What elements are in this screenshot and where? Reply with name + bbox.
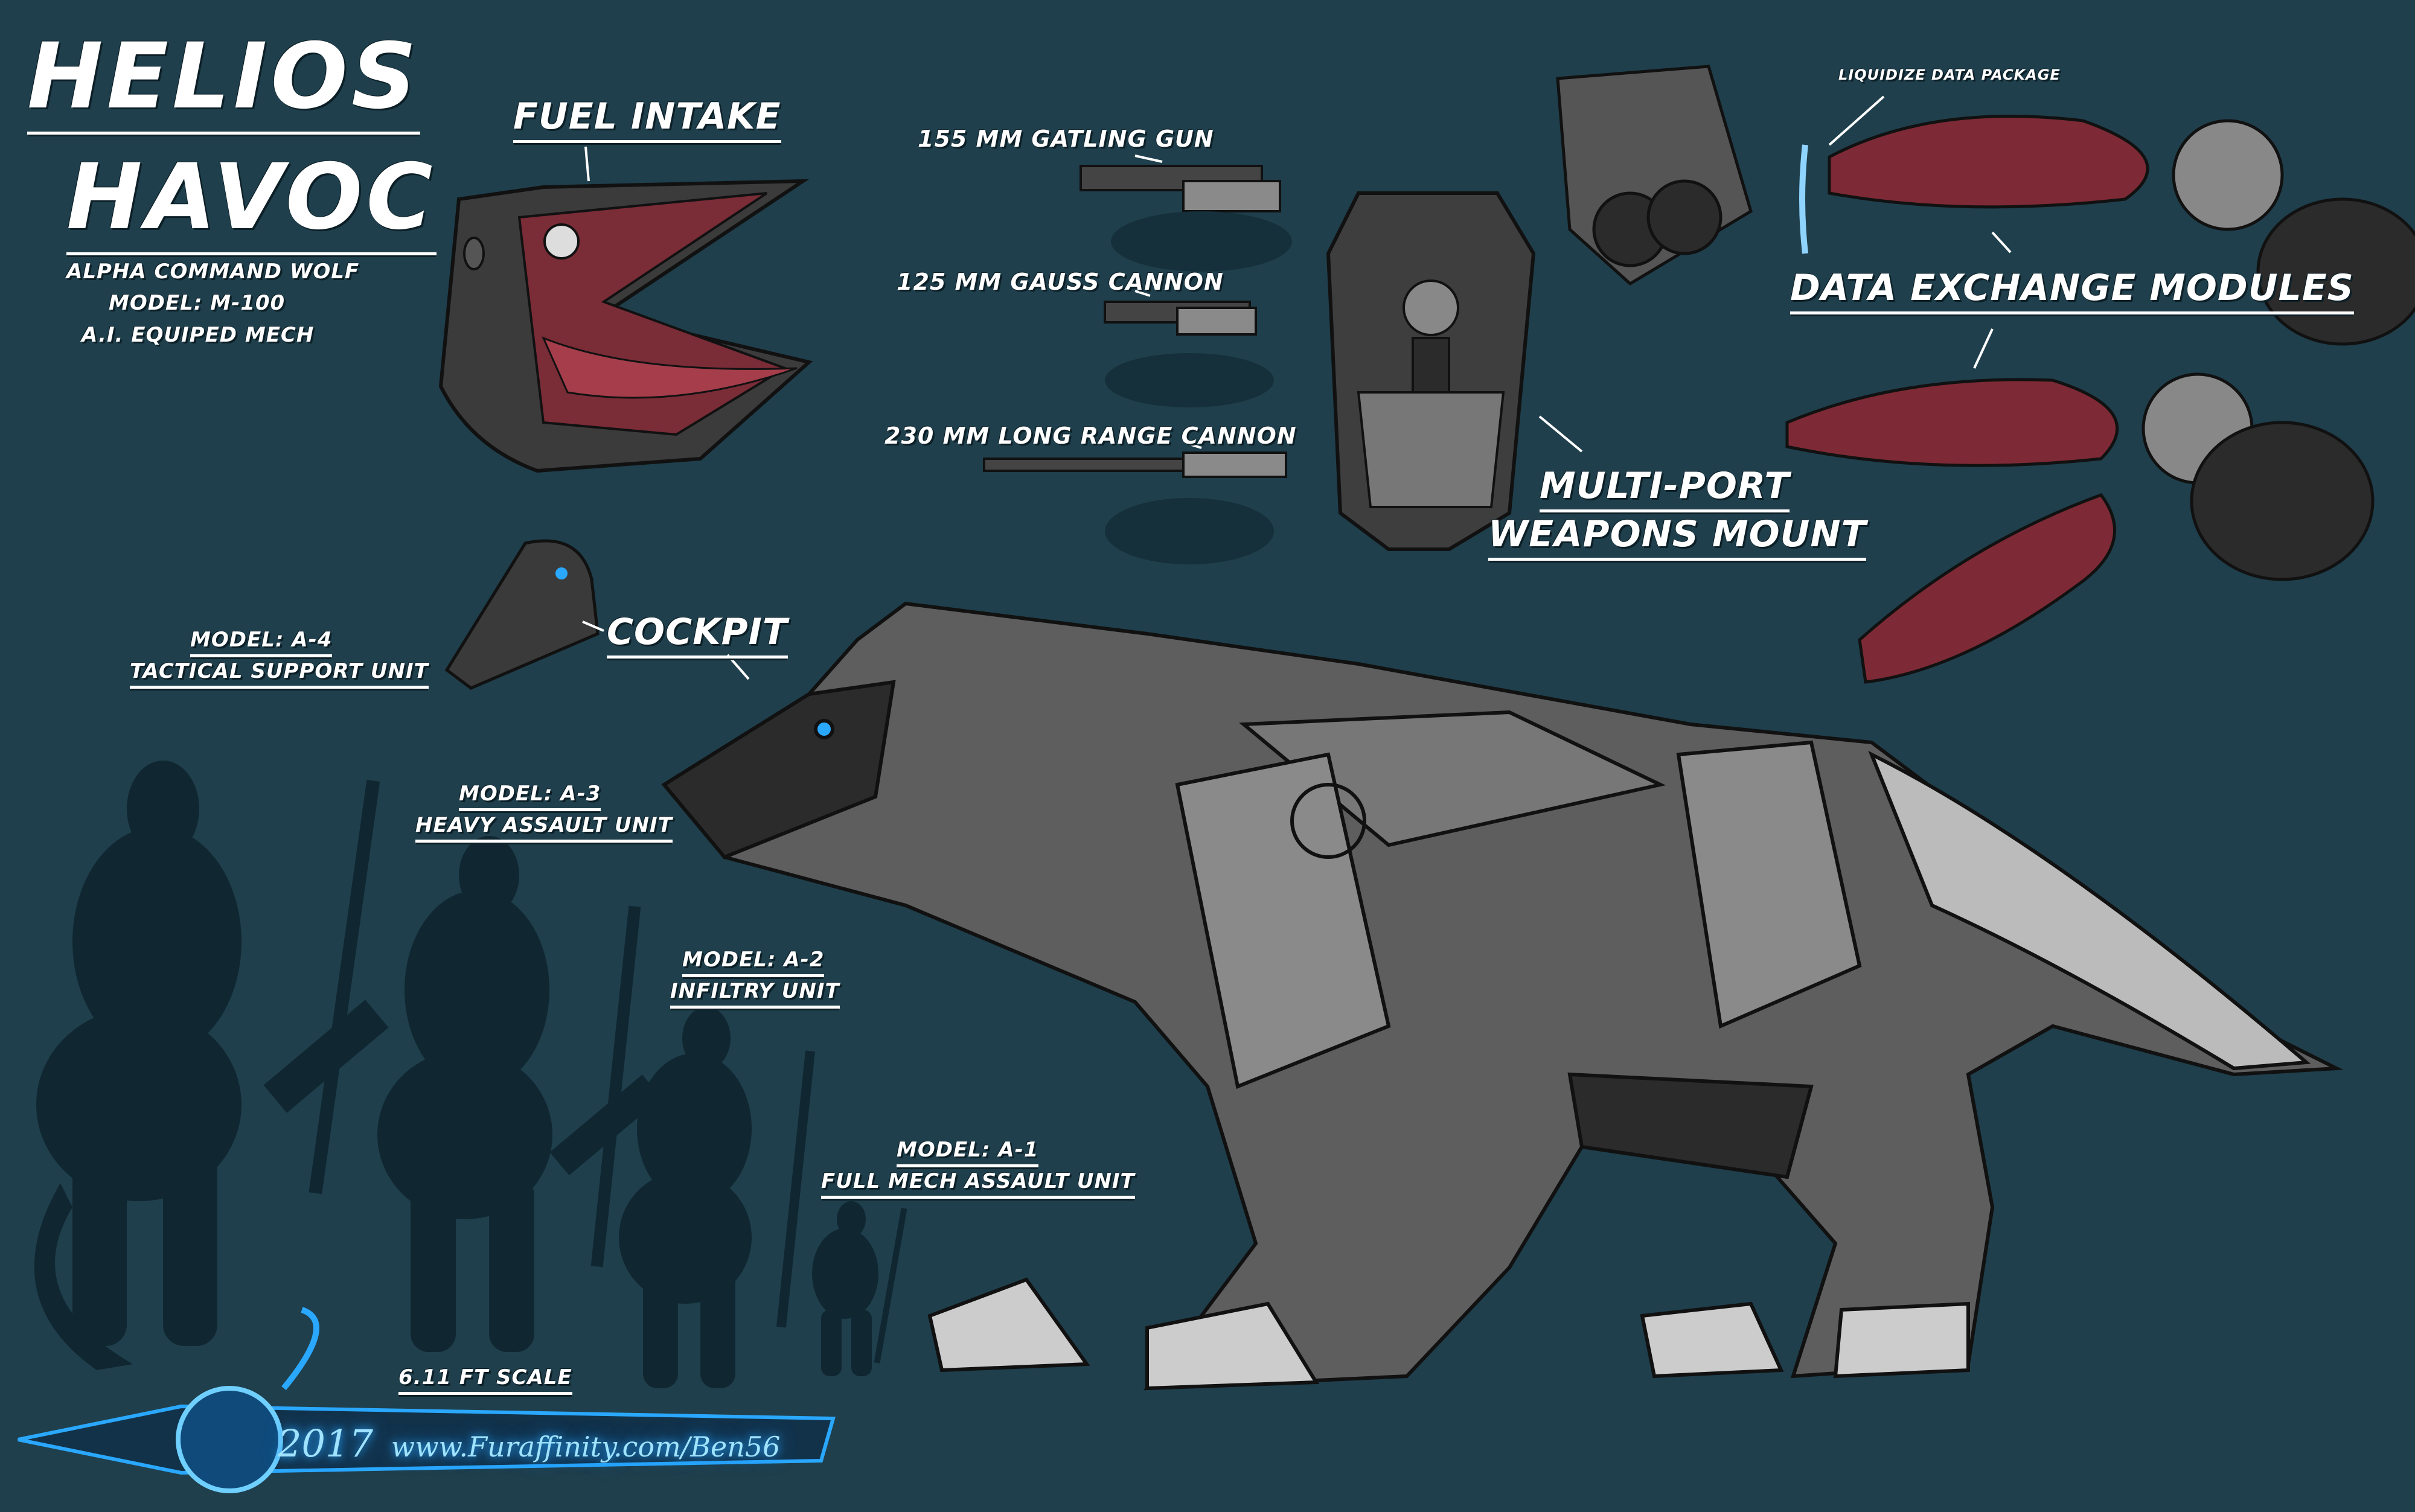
cockpit-drawing [444, 539, 600, 690]
model-a3-line1: MODEL: A-3 [459, 782, 601, 811]
weapons-drawing [983, 165, 1292, 564]
signature-url: www.Furaffinity.com/Ben56 [391, 1431, 781, 1463]
mech-wolf [661, 601, 2344, 1391]
model-a2-line1: MODEL: A-2 [682, 948, 825, 977]
label-weapons-mount: WEAPONS MOUNT [1488, 513, 1867, 561]
silhouette-a4 [34, 761, 389, 1370]
label-gatling-gun: 155 MM GATLING GUN [918, 126, 1214, 152]
spec-line-3: A.I. EQUIPED MECH [82, 323, 315, 347]
unit-silhouettes [34, 761, 907, 1388]
spec-line-2: MODEL: M-100 [109, 291, 286, 315]
signature-year: 2017 [278, 1421, 373, 1466]
silhouette-a1 [812, 1201, 907, 1376]
model-a1-line2: FULL MECH ASSAULT UNIT [821, 1169, 1135, 1199]
model-a4-line1: MODEL: A-4 [190, 628, 333, 657]
fuel-intake-drawing [438, 179, 813, 473]
label-fuel-intake: FUEL INTAKE [513, 95, 781, 143]
model-a3-line2: HEAVY ASSAULT UNIT [415, 813, 673, 843]
silhouette-a3 [377, 836, 662, 1352]
label-gauss-cannon: 125 MM GAUSS CANNON [897, 269, 1224, 295]
title-helios: HELIOS [27, 24, 420, 135]
model-a4-line2: TACTICAL SUPPORT UNIT [130, 659, 429, 689]
label-multi-port: MULTI-PORT [1540, 465, 1790, 512]
signature: 2017 www.Furaffinity.com/Ben56 [278, 1421, 780, 1466]
silhouette-a2 [619, 1007, 815, 1388]
label-liquidize-data-package: LIQUIDIZE DATA PACKAGE [1838, 66, 2061, 83]
leader-lines [582, 95, 2012, 680]
label-long-range-cannon: 230 MM LONG RANGE CANNON [884, 423, 1297, 449]
model-a2-line2: INFILTRY UNIT [670, 979, 840, 1009]
model-a1-line1: MODEL: A-1 [897, 1138, 1039, 1167]
title-havoc: HAVOC [66, 145, 437, 255]
label-data-exchange-modules: DATA EXCHANGE MODULES [1790, 267, 2354, 314]
data-modules-drawing [1556, 65, 2415, 684]
sword-logo [18, 1307, 836, 1493]
spec-line-1: ALPHA COMMAND WOLF [66, 260, 360, 284]
label-cockpit: COCKPIT [607, 611, 788, 659]
label-scale: 6.11 FT SCALE [398, 1365, 572, 1395]
multi-port-drawing [1326, 191, 1536, 551]
